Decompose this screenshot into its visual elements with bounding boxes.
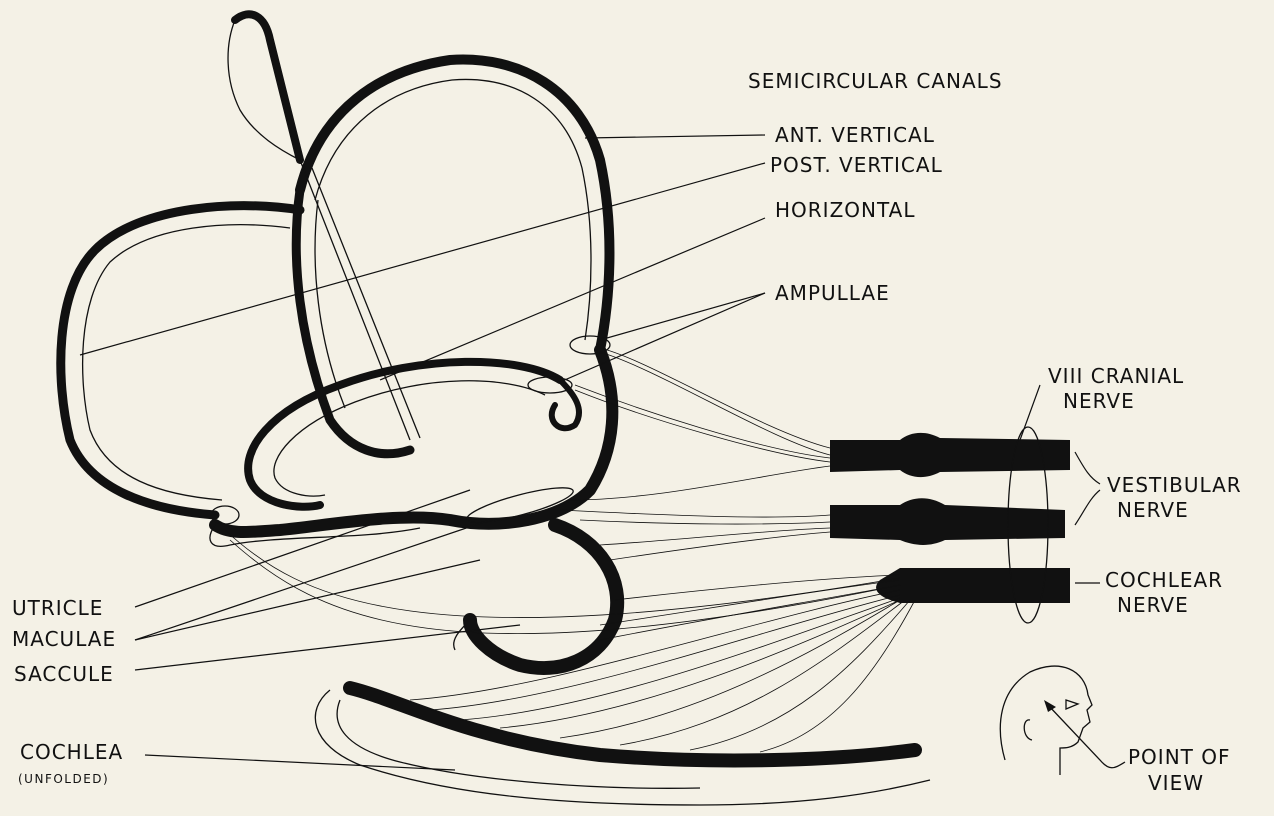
head-profile-icon [1000, 666, 1125, 775]
label-ant-vertical: ANT. VERTICAL [775, 123, 935, 147]
label-utricle: UTRICLE [12, 596, 103, 620]
label-maculae: MACULAE [12, 627, 116, 651]
label-cochlear-line2: NERVE [1117, 593, 1189, 617]
labels: SEMICIRCULAR CANALS ANT. VERTICAL POST. … [12, 69, 1242, 795]
label-vestibular-line1: VESTIBULAR [1107, 473, 1242, 497]
heading-semicircular-canals: SEMICIRCULAR CANALS [748, 69, 1003, 93]
vestibular-nerve-trunk [830, 498, 1065, 545]
label-point-of-view-line1: POINT OF [1128, 745, 1230, 769]
label-cochlea-note: (UNFOLDED) [18, 772, 109, 786]
label-ampullae: AMPULLAE [775, 281, 890, 305]
posterior-vertical-canal [61, 206, 300, 515]
label-viii-cranial-line2: NERVE [1063, 389, 1135, 413]
label-saccule: SACCULE [14, 662, 114, 686]
saccule [454, 525, 618, 668]
label-post-vertical: POST. VERTICAL [770, 153, 943, 177]
label-vestibular-line2: NERVE [1117, 498, 1189, 522]
label-horizontal: HORIZONTAL [775, 198, 915, 222]
label-cochlear-line1: COCHLEAR [1105, 568, 1223, 592]
viii-cranial-nerve [830, 433, 1070, 477]
horizontal-canal [248, 362, 560, 507]
label-viii-cranial-line1: VIII CRANIAL [1048, 364, 1184, 388]
anterior-vertical-canal [296, 60, 609, 454]
label-point-of-view-line2: VIEW [1148, 771, 1204, 795]
label-cochlea: COCHLEA [20, 740, 123, 764]
